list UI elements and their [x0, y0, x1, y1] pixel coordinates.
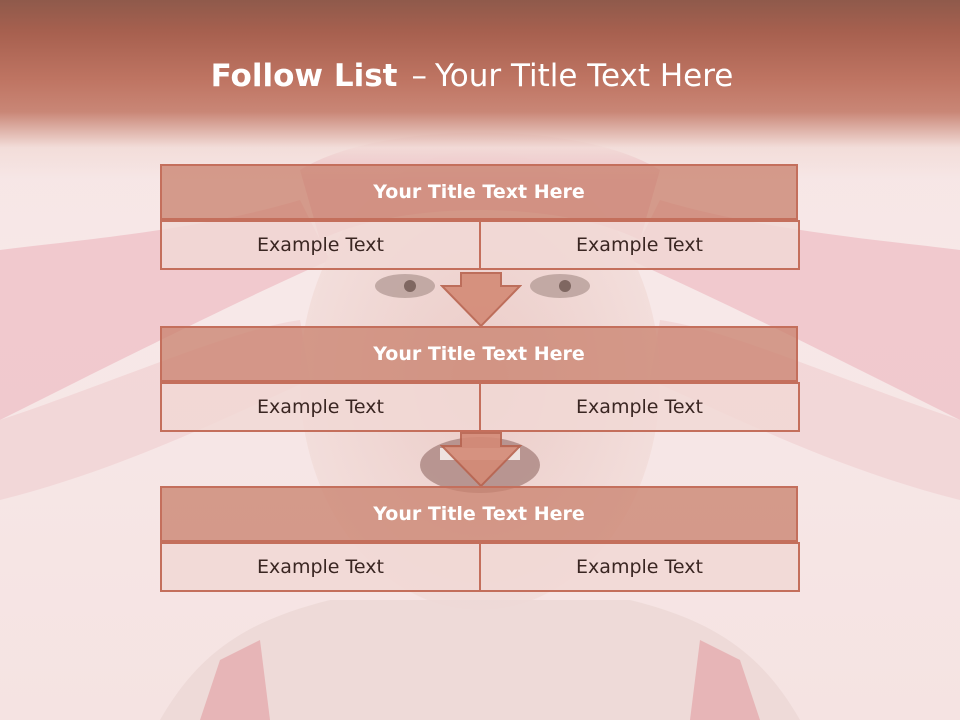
slide-title-bold: Follow List [210, 58, 398, 94]
block-cell-left: Example Text [160, 220, 481, 270]
down-arrow-icon [440, 272, 522, 328]
block-title: Your Title Text Here [160, 326, 798, 382]
block-cell-right: Example Text [479, 382, 800, 432]
slide-title-separator: – [411, 58, 427, 94]
down-arrow-icon [440, 432, 522, 488]
header-band [0, 0, 960, 180]
block-cell-left: Example Text [160, 382, 481, 432]
slide-title: Follow List–Your Title Text Here [0, 52, 944, 100]
block-title: Your Title Text Here [160, 486, 798, 542]
block-cell-left: Example Text [160, 542, 481, 592]
block-cell-right: Example Text [479, 542, 800, 592]
block-title: Your Title Text Here [160, 164, 798, 220]
block-cell-right: Example Text [479, 220, 800, 270]
slide-title-rest: Your Title Text Here [434, 58, 734, 94]
